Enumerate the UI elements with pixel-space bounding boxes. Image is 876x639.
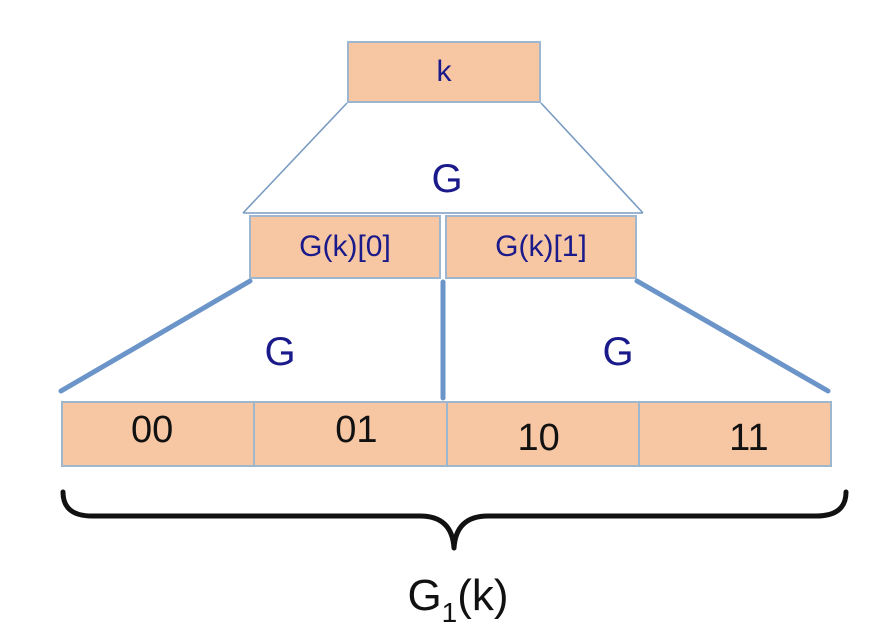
middle-box-1-label: G(k)[1] (495, 230, 587, 263)
generator-label-top: G (431, 157, 463, 201)
result-subscript: 1 (441, 597, 458, 628)
connector-root-right (540, 102, 644, 214)
generator-label-right: G (602, 330, 634, 374)
connector-mid-right (634, 278, 831, 394)
connector-root-left (242, 102, 348, 214)
leaf-box-01: 01 (255, 401, 448, 467)
leaf-label: 01 (335, 408, 378, 451)
leaf-box-11: 11 (639, 401, 832, 467)
leaf-box-00: 00 (61, 401, 256, 467)
leaf-label: 00 (130, 408, 174, 451)
root-key-label: k (436, 55, 452, 88)
curly-brace (60, 489, 849, 551)
leaf-label: 10 (517, 416, 560, 459)
result-arg: (k) (457, 571, 509, 620)
connector-mid-left (58, 278, 253, 394)
result-base: G (407, 571, 442, 620)
leaf-label: 11 (729, 416, 769, 459)
middle-box-0-label: G(k)[0] (299, 230, 391, 263)
leaf-box-10: 10 (447, 401, 640, 467)
middle-box-1: G(k)[1] (445, 215, 637, 279)
generator-label-left: G (264, 330, 296, 374)
root-key-box: k (347, 41, 541, 103)
middle-box-0: G(k)[0] (249, 215, 441, 279)
result-label: G1(k) (407, 571, 509, 627)
leaf-row: 00 01 10 11 (61, 401, 832, 467)
